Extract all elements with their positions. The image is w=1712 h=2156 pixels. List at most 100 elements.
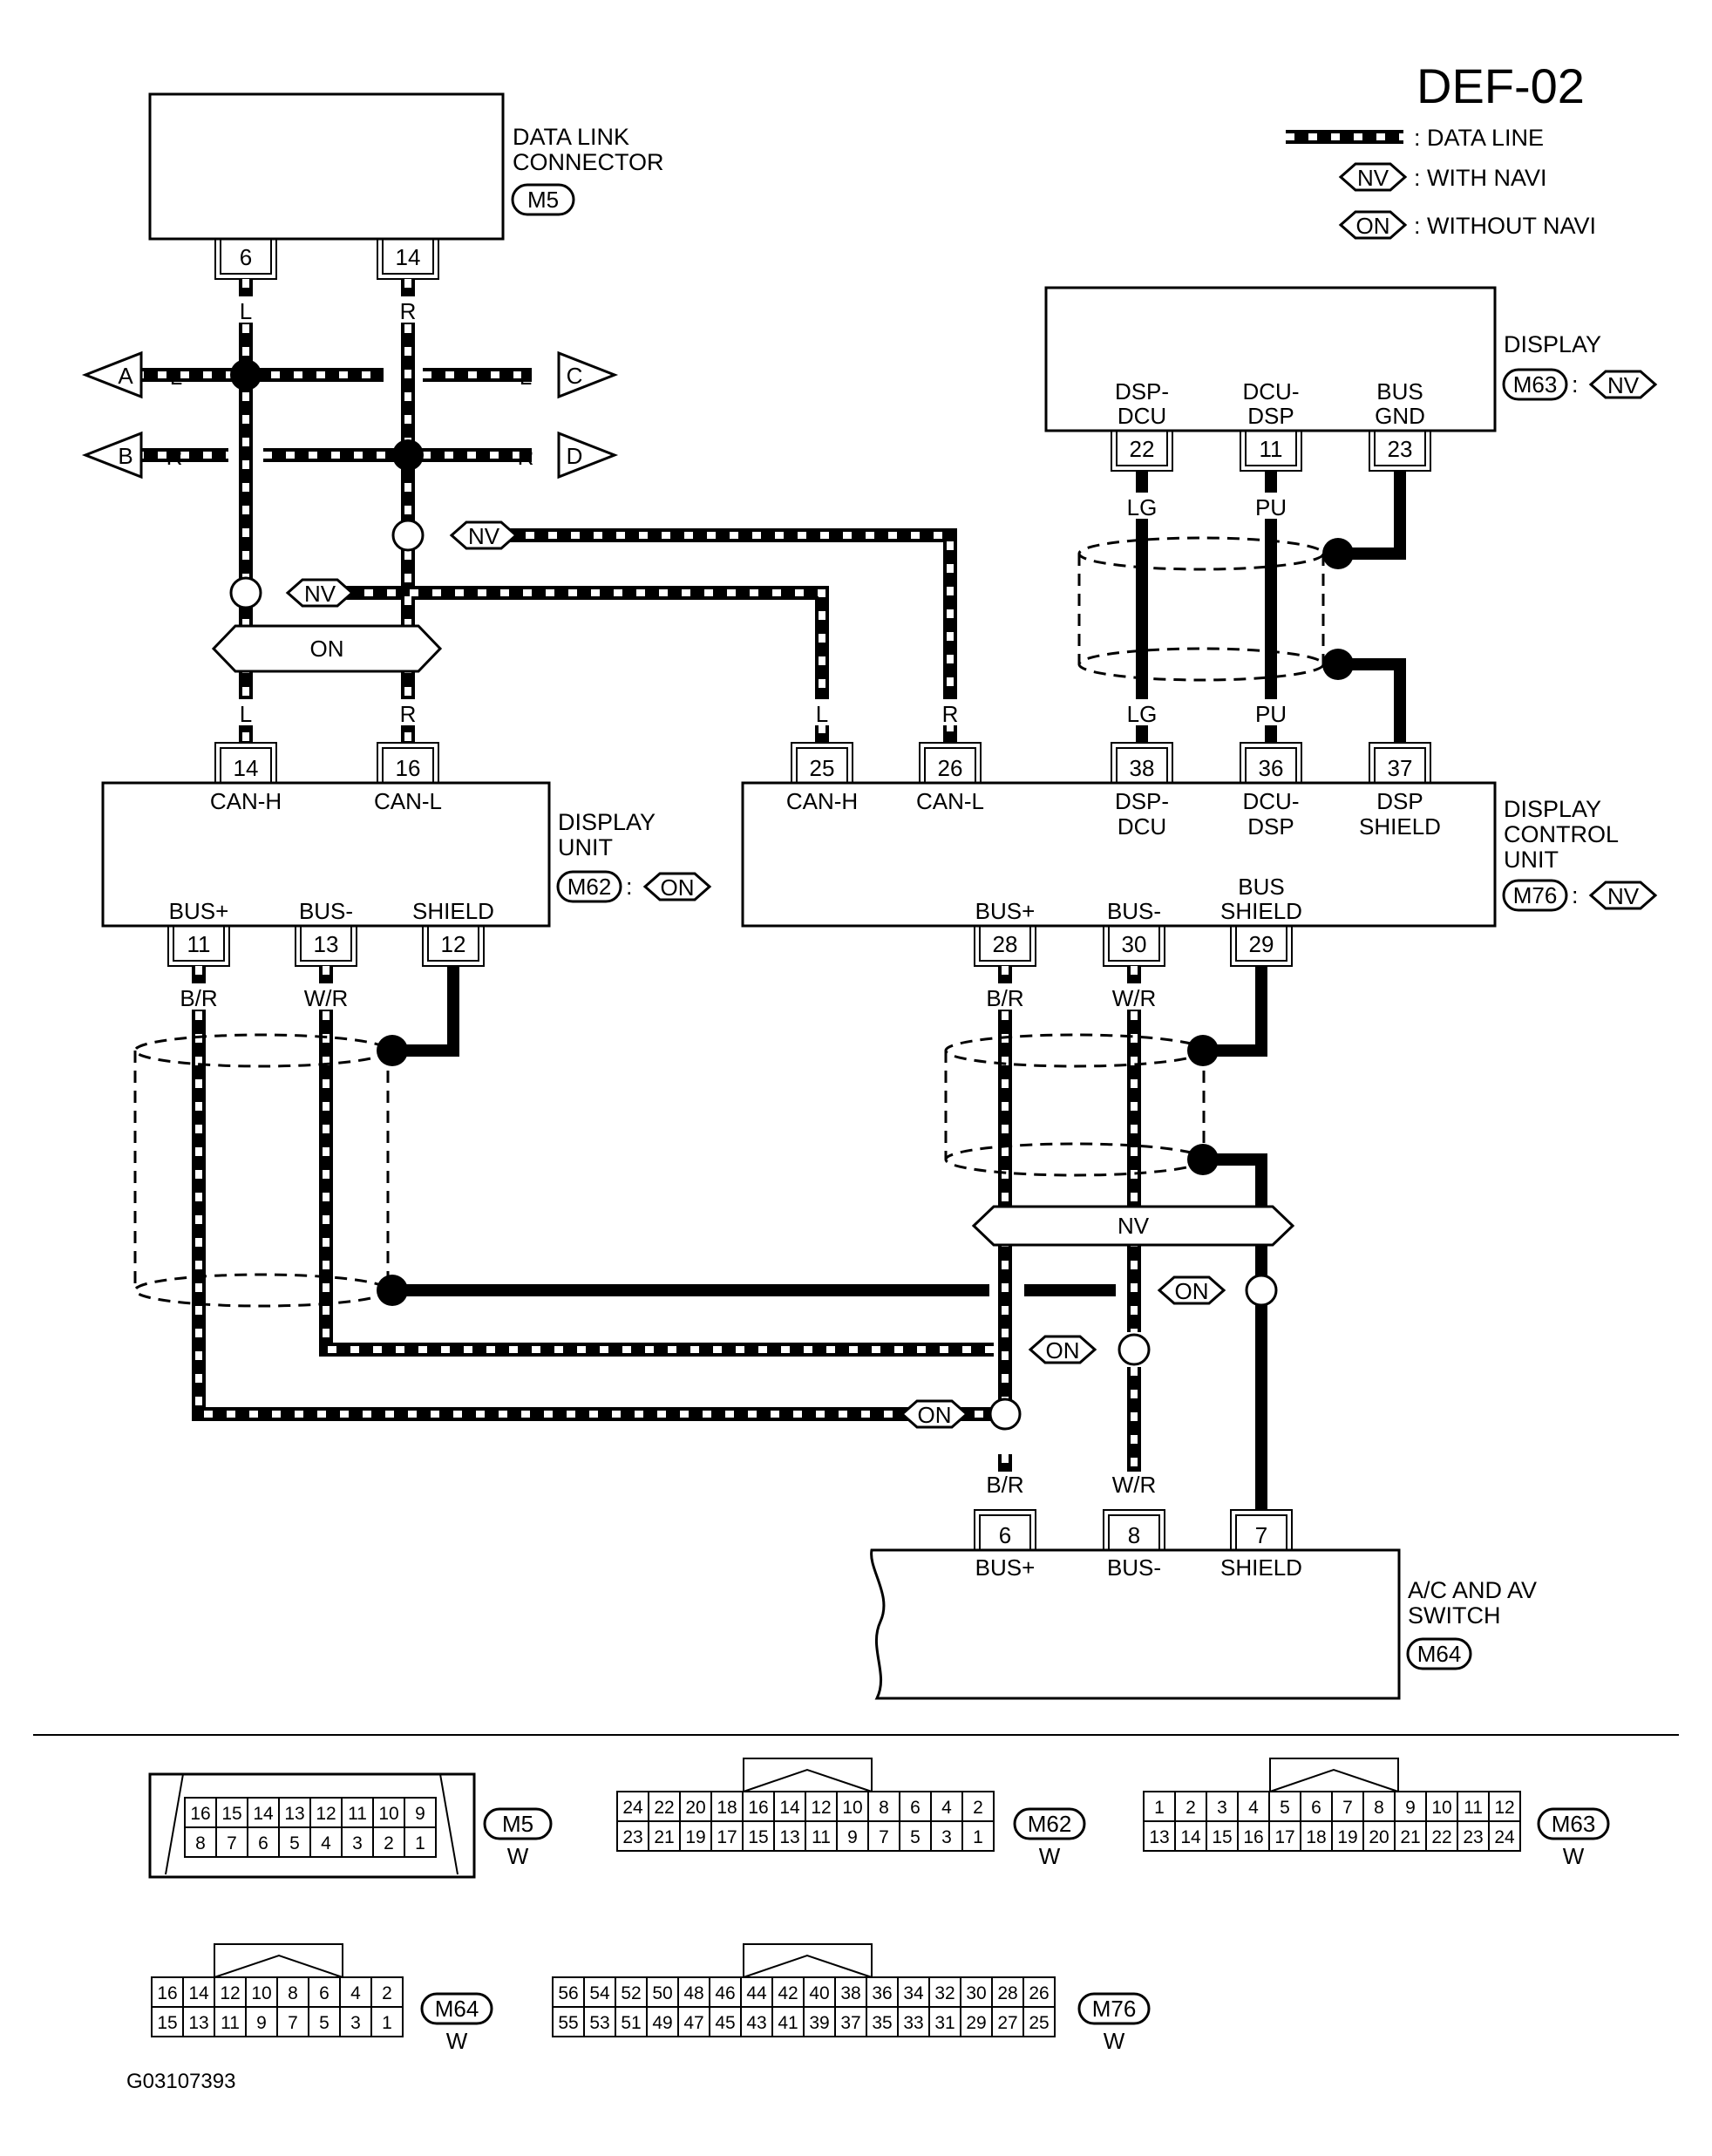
svg-text:R: R [400,701,417,727]
svg-text:8: 8 [1128,1522,1140,1548]
svg-text:SHIELD: SHIELD [1220,1554,1302,1581]
pin-number: 43 [746,2013,766,2033]
pin-number: 9 [847,1827,858,1847]
svg-text:DCU: DCU [1118,813,1166,840]
svg-text:W: W [1039,1843,1061,1869]
svg-text:22: 22 [1130,436,1155,462]
svg-text:NV: NV [468,523,500,549]
pin-cell [370,1976,404,2008]
svg-text:36: 36 [1259,755,1284,781]
pin-number: 1 [1154,1798,1165,1818]
pin-number: 27 [997,2013,1017,2033]
pin-number: 9 [256,2013,267,2033]
svg-text:CAN-L: CAN-L [374,788,442,814]
svg-text:BUS: BUS [1376,378,1423,405]
pin-cell [740,1976,773,2008]
pin-number: 40 [809,1983,829,2003]
svg-text:DISPLAY: DISPLAY [558,809,656,835]
svg-text:A/C AND AV: A/C AND AV [1408,1577,1537,1603]
pin-cell [372,1826,405,1858]
pin-number: 6 [258,1833,268,1853]
pin-number: 4 [1248,1798,1259,1818]
on-tag-3 [900,1399,969,1429]
pin-number: 24 [1494,1827,1515,1847]
pin-cell [899,1820,932,1852]
svg-text:R: R [400,298,417,324]
pin-number: 28 [997,1983,1017,2003]
svg-text:PU: PU [1255,701,1287,727]
svg-text:NV: NV [1357,165,1389,191]
continuation-arrows: A B C D [81,350,619,479]
svg-text:14: 14 [234,755,259,781]
pin-number: 54 [589,1983,610,2003]
pin-cell [1488,1820,1521,1852]
legend: : DATA LINE NV : WITH NAVI ON : WITHOUT … [1286,125,1596,240]
pin-number: 13 [188,2013,208,2033]
svg-text:R: R [518,444,534,470]
svg-text:W/R: W/R [1112,985,1157,1011]
connector-tag-m76 [1502,879,1568,912]
pin-number: 7 [879,1827,889,1847]
pin-number: 21 [654,1827,674,1847]
legend-on-tag [1338,210,1408,240]
pin-cell [803,2006,836,2037]
pin-number: 11 [221,2013,240,2033]
pin-number: 46 [715,1983,735,2003]
svg-text:30: 30 [1122,931,1147,957]
pin-cell [897,2006,930,2037]
svg-text:W: W [446,2028,468,2054]
pin-number: 35 [872,2013,892,2033]
connector-tag-m63 [1502,368,1568,401]
svg-text:29: 29 [1249,931,1274,957]
wires [135,279,1141,1480]
pin-number: 38 [840,1983,860,2003]
pin-number: 15 [157,2013,177,2033]
svg-text:SWITCH: SWITCH [1408,1602,1500,1629]
svg-text:B/R: B/R [986,1472,1023,1498]
svg-text:LG: LG [1127,494,1158,520]
svg-text:28: 28 [993,931,1018,957]
pin-number: 13 [779,1827,799,1847]
svg-text:B: B [118,443,132,469]
pin-cell [341,1797,374,1828]
pin-cell [771,2006,805,2037]
pin-number: 33 [903,2013,923,2033]
pin-number: 14 [779,1798,800,1818]
pin-number: 45 [715,2013,735,2033]
svg-text:W: W [1563,1843,1585,1869]
svg-text:16: 16 [396,755,421,781]
svg-text:R: R [942,701,959,727]
pin-cell [740,2006,773,2037]
pin-number: 11 [348,1804,367,1824]
svg-text:BUS+: BUS+ [169,898,229,924]
svg-text:37: 37 [1388,755,1413,781]
svg-text:NV: NV [1607,883,1640,909]
pin-cell [961,1791,995,1822]
pin-number: 6 [910,1798,921,1818]
pin-number: 25 [1029,2013,1049,2033]
pin-number: 22 [654,1798,674,1818]
pin-cell [616,1820,649,1852]
pin-cell [991,2006,1024,2037]
svg-text:PU: PU [1255,494,1287,520]
svg-text:C: C [567,363,583,389]
svg-text:B/R: B/R [986,985,1023,1011]
pin-cell [836,1820,869,1852]
legend-on-text: : WITHOUT NAVI [1414,213,1596,239]
legend-nv-tag [1338,162,1408,192]
pin-number: 31 [934,2013,955,2033]
pin-number: 52 [621,1983,641,2003]
pin-number: 12 [316,1804,336,1824]
pin-cell [245,1976,278,2008]
svg-text:L: L [520,364,532,390]
svg-text:GND: GND [1375,403,1425,429]
svg-text:ON: ON [310,636,344,662]
pin-cell [1457,1820,1490,1852]
svg-text:M76: M76 [1092,1996,1137,2022]
pin-cell [309,1826,343,1858]
pin-number: 21 [1400,1827,1420,1847]
svg-text:CONNECTOR: CONNECTOR [513,149,664,175]
